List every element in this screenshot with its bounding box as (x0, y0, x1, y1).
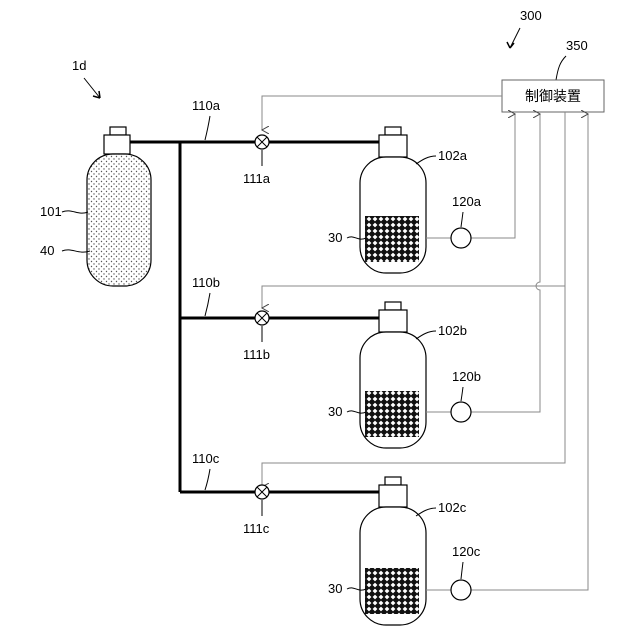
sensor-c (451, 580, 471, 600)
sensor-line-c (471, 114, 588, 590)
tank-a-label: 102a (438, 148, 468, 163)
pipe-c-label: 110c (192, 451, 220, 466)
tank-b-leader (416, 331, 436, 339)
sensor-a-label: 120a (452, 194, 482, 209)
tank-c-label: 102c (438, 500, 467, 515)
sensor-c-label: 120c (452, 544, 481, 559)
pipe-a-leader (205, 116, 210, 140)
sensor-a (451, 228, 471, 248)
tank-c-fill-label: 30 (328, 581, 342, 596)
valve-c-label: 111c (243, 521, 270, 536)
pipe-b-label: 110b (192, 275, 220, 290)
source-fill-label: 40 (40, 243, 54, 258)
valve-a (255, 135, 269, 149)
controller-label: 制御装置 (525, 89, 581, 105)
source-tank (87, 127, 151, 286)
valve-a-label: 111a (243, 171, 271, 186)
pipe-b-leader (205, 293, 210, 316)
pipe-a-label: 110a (192, 98, 221, 113)
assembly-arrow-icon (93, 91, 100, 98)
pipe-c-leader (205, 469, 210, 490)
sensor-c-leader (461, 562, 463, 579)
source-fill-leader (62, 250, 90, 252)
assembly-leader (84, 78, 100, 98)
valve-c (255, 485, 269, 499)
tank-b-label: 102b (438, 323, 467, 338)
source-tank-leader (62, 211, 88, 213)
valve-b-label: 111b (243, 347, 270, 362)
tank-a-leader (416, 156, 436, 164)
tank-b-fill-label: 30 (328, 404, 342, 419)
controller-ref-label: 350 (566, 38, 588, 53)
sensor-b-leader (461, 387, 463, 401)
sensor-b (451, 402, 471, 422)
tank-b (360, 302, 426, 448)
controller-ref-leader (556, 56, 566, 80)
assembly-label: 1d (72, 58, 86, 73)
tank-a-fill-label: 30 (328, 230, 342, 245)
sensor-line-a (471, 114, 515, 238)
tank-a (360, 127, 426, 273)
source-tank-label: 101 (40, 204, 62, 219)
valve-b (255, 311, 269, 325)
tank-c (360, 477, 426, 625)
sensor-a-leader (461, 212, 463, 227)
system-label: 300 (520, 8, 542, 23)
sensor-line-b (471, 114, 540, 412)
sensor-b-label: 120b (452, 369, 481, 384)
control-line-a (262, 96, 502, 130)
